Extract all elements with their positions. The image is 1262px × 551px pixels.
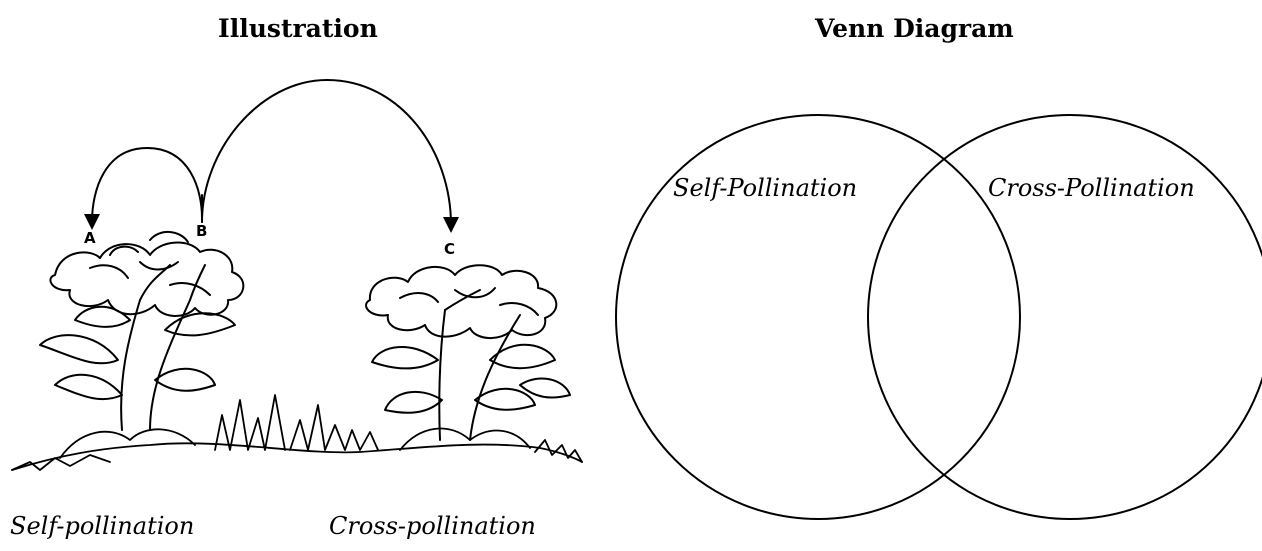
left-plant (40, 232, 243, 430)
label-a: A (84, 229, 96, 247)
venn-right-label: Cross-Pollination (988, 174, 1195, 202)
right-plant (366, 265, 570, 440)
ground-with-grass (12, 395, 582, 470)
cross-pollination-caption: Cross-pollination (329, 512, 536, 540)
cross-pollination-arrow (202, 80, 451, 225)
self-pollination-caption: Self-pollination (10, 512, 194, 540)
venn-left-label: Self-Pollination (673, 174, 857, 202)
label-b: B (196, 222, 207, 240)
label-c: C (444, 240, 455, 258)
self-pollination-arrow (92, 148, 202, 222)
